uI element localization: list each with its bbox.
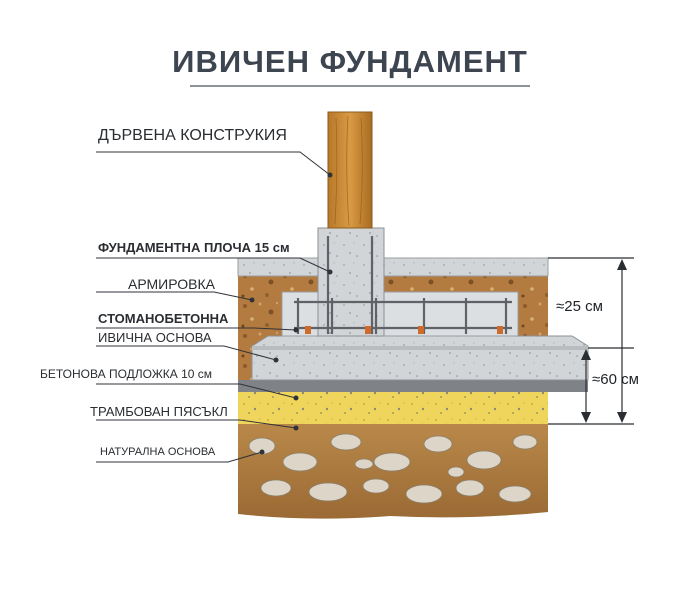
wood-post xyxy=(327,111,373,229)
wood-grain xyxy=(334,115,363,227)
foundation-slab xyxy=(237,257,549,277)
rebar-cage-block xyxy=(281,291,519,337)
label-foundation-slab: ФУНДАМЕНТНА ПЛОЧА 15 см xyxy=(98,240,290,255)
dimension-lines xyxy=(548,257,634,425)
rc-strip-footing xyxy=(251,335,589,381)
leader-lines xyxy=(96,151,331,463)
rebar-spacers xyxy=(305,326,503,334)
label-compacted-sand: ТРАМБОВАН ПЯСЪКЛ xyxy=(90,404,228,419)
leader-dots xyxy=(249,172,333,455)
diagram-title: ИВИЧЕН ФУНДАМЕНТ xyxy=(172,44,528,79)
dimension-arrows xyxy=(581,259,627,423)
label-rc-strip-line1: СТОМАНОБЕТОННА xyxy=(98,311,229,326)
title-underline xyxy=(190,85,530,87)
ground-stones xyxy=(248,433,538,504)
label-wood-structure: ДЪРВЕНА КОНСТРУКИЯ xyxy=(98,127,287,144)
label-natural-ground: НАТУРАЛНА ОСНОВА xyxy=(100,446,216,458)
compacted-sand-layer xyxy=(238,392,548,424)
concrete-base-layer xyxy=(238,380,588,392)
dimension-upper-text: ≈25 см xyxy=(556,298,603,315)
dimension-total-text: ≈60 см xyxy=(592,371,639,388)
footing-shade xyxy=(252,346,588,350)
label-rc-strip-line2: ИВИЧНА ОСНОВА xyxy=(98,330,212,345)
label-reinforcement: АРМИРОВКА xyxy=(128,276,215,292)
rebar-cage xyxy=(294,236,512,334)
label-concrete-base: БЕТОНОВА ПОДЛОЖКА 10 см xyxy=(40,367,213,381)
